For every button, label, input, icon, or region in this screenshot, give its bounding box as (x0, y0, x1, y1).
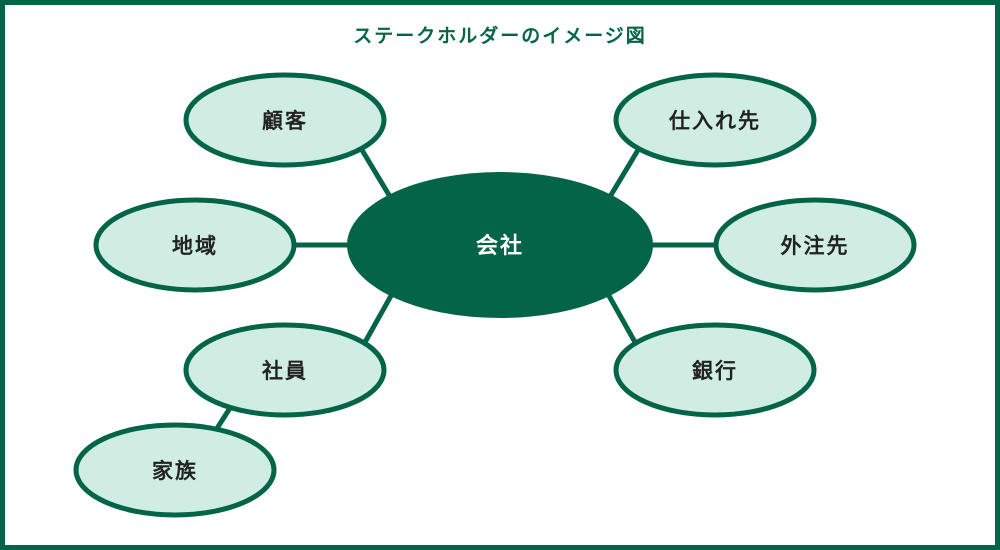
node-employees: 社員 (183, 322, 387, 418)
node-bank: 銀行 (613, 322, 817, 418)
node-label: 外注先 (781, 234, 850, 258)
node-label: 地域 (172, 234, 218, 258)
connector-employees (361, 292, 395, 346)
connector-suppliers (605, 148, 641, 202)
node-community: 地域 (93, 197, 297, 293)
node-label: 銀行 (692, 359, 738, 383)
node-suppliers: 仕入れ先 (613, 72, 817, 168)
node-label: 社員 (261, 359, 308, 383)
node-label: 顧客 (262, 109, 308, 133)
node-contractors: 外注先 (713, 197, 917, 293)
connector-customer (359, 148, 395, 202)
node-customer: 顧客 (183, 72, 387, 168)
diagram-title: ステークホルダーのイメージ図 (353, 24, 647, 47)
node-label: 仕入れ先 (668, 109, 761, 133)
connectors (213, 148, 716, 432)
node-label: 家族 (152, 459, 198, 483)
node-company: 会社 (347, 172, 653, 318)
connector-bank (605, 292, 639, 346)
center-label: 会社 (476, 233, 524, 259)
connector-family (213, 406, 233, 432)
node-family: 家族 (73, 422, 277, 518)
